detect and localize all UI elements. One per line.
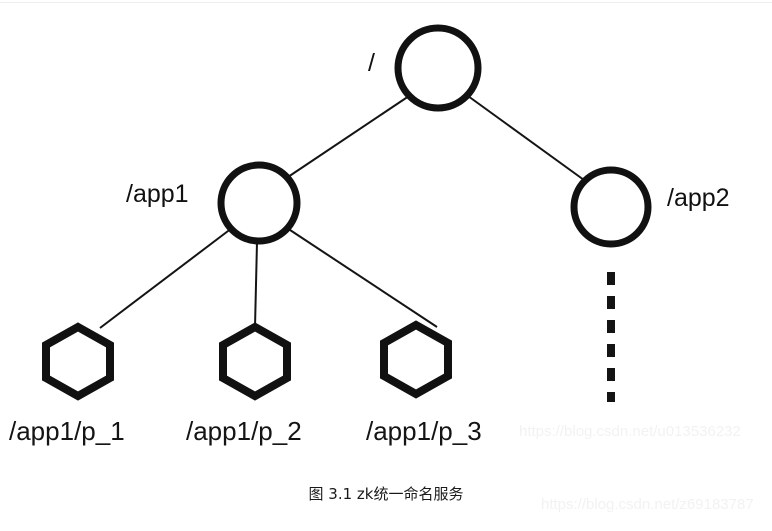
- node-app1-label: /app1: [126, 180, 189, 208]
- node-app1-circle[interactable]: [217, 161, 301, 245]
- node-app2-label: /app2: [667, 184, 730, 212]
- edge-root-to-app1: [287, 95, 410, 178]
- figure-caption: 图 3.1 zk统一命名服务: [308, 485, 464, 503]
- node-p2-hexagon[interactable]: [219, 322, 291, 401]
- top-divider: [0, 2, 772, 3]
- edge-app1-to-p3: [286, 227, 438, 328]
- node-p1-label: /app1/p_1: [9, 416, 125, 446]
- edge-app1-to-p1: [99, 227, 233, 329]
- node-p2-label: /app1/p_2: [186, 416, 302, 446]
- node-root-label: /: [368, 49, 375, 77]
- node-p3-label: /app1/p_3: [366, 416, 482, 446]
- node-p3-hexagon[interactable]: [380, 320, 452, 399]
- watermark-csdn-upper: https://blog.csdn.net/u013536232: [519, 423, 741, 440]
- node-p1-hexagon[interactable]: [42, 322, 114, 401]
- node-root-circle[interactable]: [394, 24, 482, 112]
- watermark-csdn-lower: https://blog.csdn.net/z69183787: [541, 496, 754, 513]
- node-app2-circle[interactable]: [570, 166, 652, 248]
- edge-app1-to-p2: [254, 241, 258, 328]
- edge-root-to-app2: [467, 95, 585, 181]
